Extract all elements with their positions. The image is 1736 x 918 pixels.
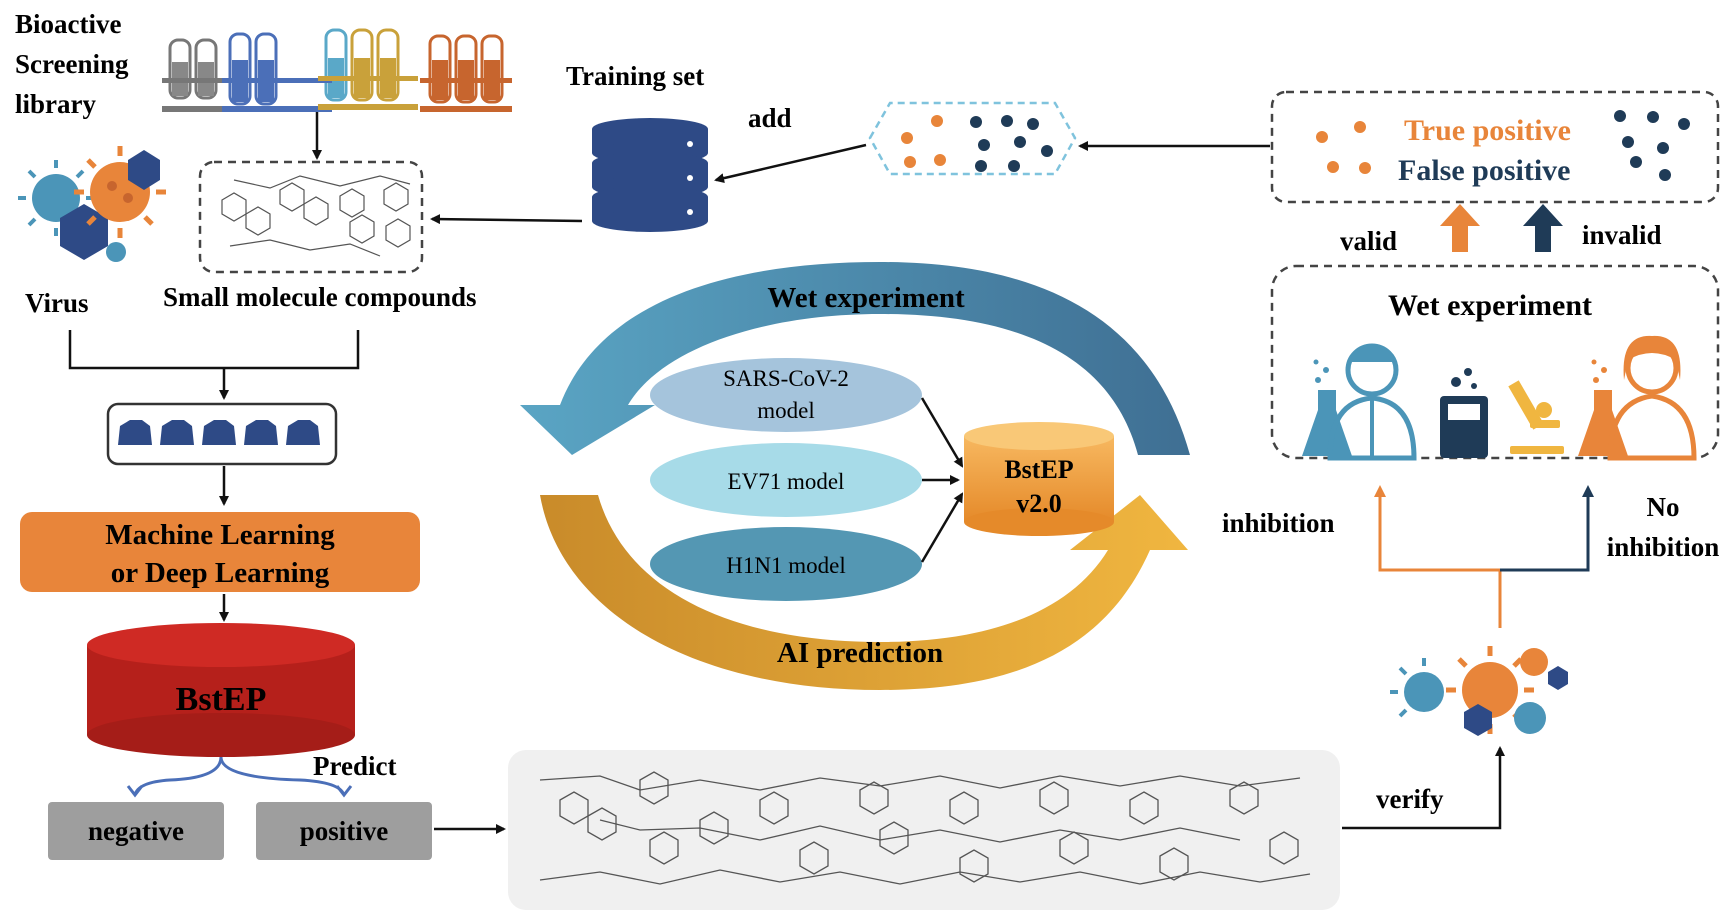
result-box (1270, 90, 1720, 204)
wet-experiment-right-label: Wet experiment (1388, 289, 1592, 322)
hit-compounds-panel (508, 750, 1340, 910)
arrow-db-to-compounds (430, 214, 583, 225)
no-inhibition-line1: No (1647, 492, 1680, 522)
hit-compounds-structures (539, 771, 1311, 885)
verify-connector (1342, 746, 1505, 830)
bstep-v2-database: BstEP v2.0 (964, 422, 1114, 536)
predict-branch-negative (133, 756, 223, 796)
valid-label: valid (1340, 226, 1397, 256)
add-label: add (748, 103, 792, 133)
positive-label: positive (300, 816, 389, 846)
inhibition-label: inhibition (1222, 508, 1335, 538)
compounds-box (198, 160, 424, 274)
sars-cov-2-model: SARS-CoV-2 model (650, 358, 922, 432)
wet-experiment-cycle-arrow (520, 262, 1190, 455)
bstep-v2-line1: BstEP (1004, 455, 1073, 484)
library-label-line1: Bioactive (15, 9, 121, 39)
negative-label: negative (88, 816, 184, 846)
virus-label: Virus (25, 288, 89, 318)
wet-experiment-box (1270, 264, 1720, 460)
result-points (1316, 110, 1690, 181)
bstep-database: BstEP (87, 623, 355, 757)
merge-connector (68, 330, 360, 370)
true-positive-label: True positive (1404, 114, 1571, 147)
no-inhibition-line2: inhibition (1607, 532, 1720, 562)
no-inhibition-connector (1500, 485, 1594, 572)
cycle-wet-experiment-label: Wet experiment (767, 282, 965, 314)
candidate-points (901, 115, 1053, 172)
ml-box (20, 512, 420, 592)
bstep-label: BstEP (176, 681, 267, 718)
library-label-line3: library (15, 89, 96, 119)
candidate-points-hexagon (868, 101, 1077, 176)
valid-arrow-icon (1440, 204, 1480, 252)
bstep-v2-line2: v2.0 (1016, 489, 1062, 518)
virus-cluster-icon (18, 146, 166, 262)
training-set-label: Training set (566, 61, 704, 91)
invalid-arrow-icon (1523, 204, 1563, 252)
h1n1-model-label: H1N1 model (726, 553, 845, 578)
molecule-structures-icon (221, 175, 411, 257)
verify-label: verify (1376, 784, 1444, 814)
arrow-hex-to-db (714, 143, 867, 184)
negative-box (48, 802, 224, 860)
inhibition-connector (1374, 485, 1502, 628)
virus-cluster-right-icon (1390, 646, 1568, 736)
lab-scientists-icon (1302, 335, 1697, 461)
arrow-sars-to-bstep2 (920, 397, 964, 468)
positive-branch-tip (335, 785, 353, 798)
invalid-label: invalid (1582, 220, 1662, 250)
compounds-label: Small molecule compounds (163, 282, 477, 312)
ai-prediction-cycle-arrow (540, 495, 1188, 690)
library-label-line2: Screening (15, 49, 129, 79)
false-positive-label: False positive (1398, 154, 1571, 187)
test-tube-rack-icon (162, 28, 512, 112)
predict-label: Predict (313, 751, 396, 781)
sars-model-label-line1: SARS-CoV-2 (723, 366, 849, 391)
positive-box (256, 802, 432, 860)
ml-box-line1: Machine Learning (105, 519, 335, 551)
ml-box-line2: or Deep Learning (111, 557, 330, 589)
negative-branch-tip (126, 785, 144, 798)
feature-vector-cells (118, 420, 320, 445)
ev71-model: EV71 model (650, 443, 922, 517)
ev71-model-label: EV71 model (728, 469, 845, 494)
sars-model-label-line2: model (757, 398, 815, 423)
h1n1-model: H1N1 model (650, 527, 922, 601)
database-icon (592, 118, 708, 232)
arrow-h1n1-to-bstep2 (920, 492, 964, 563)
cycle-ai-prediction-label: AI prediction (777, 637, 943, 669)
